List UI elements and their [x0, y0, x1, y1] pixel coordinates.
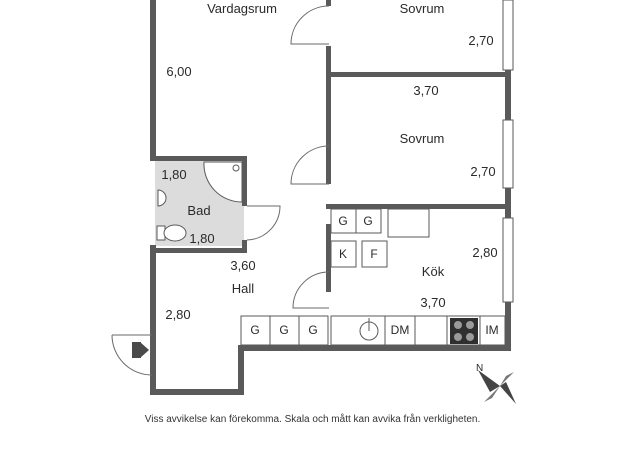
cabinet-label-f: F: [370, 247, 377, 261]
entrance-arrow-icon: [132, 342, 149, 358]
dim-hall-width: 3,60: [230, 258, 255, 273]
cabinet-label-k: K: [339, 247, 347, 261]
windows: [502, 0, 514, 303]
dim-hall-depth: 2,80: [165, 307, 190, 322]
room-label-kok: Kök: [422, 264, 445, 279]
dim-sovrum-2-width: 2,70: [470, 164, 495, 179]
toilet: [156, 224, 187, 242]
dim-bad-width: 1,80: [161, 167, 186, 182]
room-label-bad: Bad: [187, 203, 210, 218]
room-label-sovrum-2: Sovrum: [400, 131, 445, 146]
dishwasher-label: DM: [391, 323, 410, 337]
dim-bad-depth: 1,80: [189, 231, 214, 246]
bathroom-sink: [157, 189, 167, 207]
compass-rose-icon: [478, 370, 516, 404]
shower-corner: [203, 161, 243, 203]
kitchen-counter: [330, 315, 506, 346]
wardrobe-label: G: [308, 323, 317, 337]
stove-icon: [450, 318, 478, 344]
dim-vardagsrum-depth: 6,00: [166, 64, 191, 79]
dim-kok-width: 2,80: [472, 245, 497, 260]
kitchen-sink-icon: [359, 318, 379, 341]
room-label-vardagsrum: Vardagsrum: [207, 1, 277, 16]
door-swings: [111, 5, 330, 376]
wardrobe-label: G: [363, 214, 372, 228]
wardrobe-label: G: [250, 323, 259, 337]
dim-kok-length: 3,70: [420, 295, 445, 310]
bedroom-wardrobes: [330, 208, 430, 238]
microwave-label: IM: [485, 323, 498, 337]
wardrobe-label: G: [338, 214, 347, 228]
dim-sovrum-1-length: 3,70: [413, 83, 438, 98]
kitchen-cabinets-kf: [330, 240, 388, 268]
wardrobe-label: G: [279, 323, 288, 337]
floor-plan: N Vardagsrum Sovrum Sovrum Bad Hall Kök …: [111, 0, 516, 404]
dim-sovrum-1-width: 2,70: [468, 33, 493, 48]
room-label-hall: Hall: [232, 281, 255, 296]
disclaimer-text: Viss avvikelse kan förekomma. Skala och …: [144, 414, 481, 425]
hall-wardrobes: [240, 315, 329, 346]
room-label-sovrum-1: Sovrum: [400, 1, 445, 16]
compass-north-label: N: [476, 363, 483, 374]
interior-walls: [150, 0, 506, 292]
